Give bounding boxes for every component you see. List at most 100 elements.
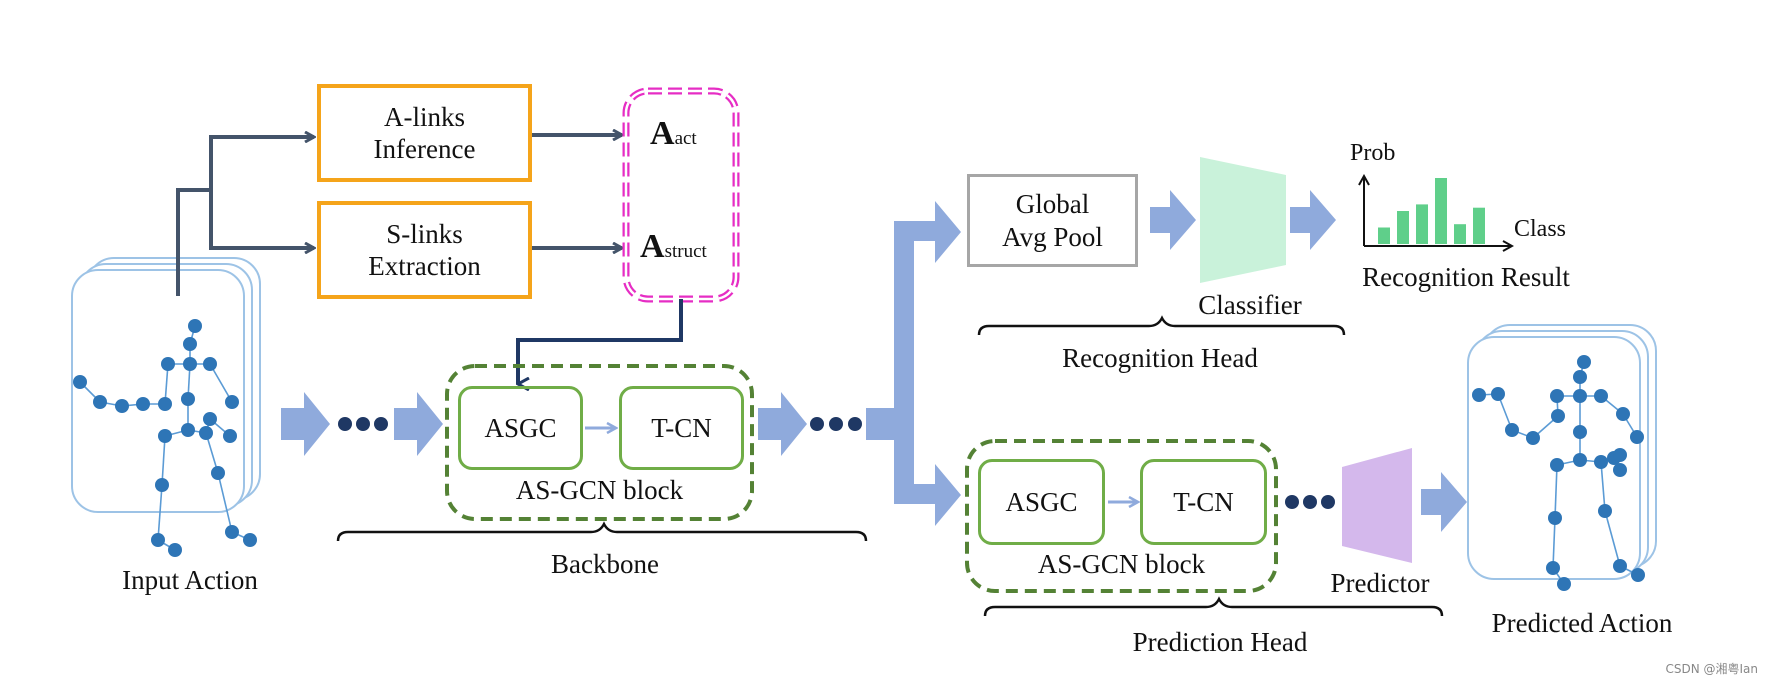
a-links-line2: Inference — [373, 134, 476, 164]
predicted-skeleton-joint — [1598, 504, 1612, 518]
predicted-action-label: Predicted Action — [1491, 608, 1673, 638]
prediction-asgc-label: ASGC — [1005, 486, 1078, 517]
prediction-asgc-box: ASGC — [978, 459, 1105, 545]
input-skeleton-joint — [93, 395, 107, 409]
global-pool-line2: Avg Pool — [1002, 221, 1103, 252]
input-skeleton-joint — [168, 543, 182, 557]
predicted-skeleton-joint — [1491, 387, 1505, 401]
recognition-bars — [1378, 178, 1485, 244]
input-skeleton-joint — [199, 426, 213, 440]
input-skeleton-joint — [161, 357, 175, 371]
predictor-shape — [1342, 448, 1412, 563]
classifier-shape — [1200, 157, 1286, 283]
predicted-skeleton-joint — [1577, 355, 1591, 369]
recognition-bar — [1397, 211, 1409, 244]
input-skeleton-bone — [161, 435, 166, 486]
input-skeleton-joint — [155, 478, 169, 492]
s-links-line1: S-links — [386, 218, 463, 249]
input-skeleton-bone — [209, 363, 233, 403]
input-skeleton-joint — [181, 392, 195, 406]
input-skeleton-joint — [188, 319, 202, 333]
predicted-skeleton-bone — [1552, 517, 1556, 569]
input-skeleton-joint — [183, 337, 197, 351]
predicted-skeleton-joint — [1630, 430, 1644, 444]
class-label: Class — [1514, 216, 1567, 242]
predictor-label: Predictor — [1330, 568, 1430, 598]
predicted-skeleton-joint — [1573, 425, 1587, 439]
input-skeleton-joint — [183, 357, 197, 371]
prediction-block-caption: AS-GCN block — [1037, 549, 1206, 579]
predicted-skeleton-joint — [1613, 559, 1627, 573]
input-skeleton-joint — [203, 357, 217, 371]
predicted-skeleton-joint — [1550, 458, 1564, 472]
input-branch-arrows — [176, 135, 622, 296]
input-skeleton-joint — [151, 533, 165, 547]
input-skeleton-joint — [223, 429, 237, 443]
predicted-skeleton-joint — [1616, 407, 1630, 421]
predicted-skeleton-bone — [1604, 510, 1621, 567]
input-skeleton-bone — [157, 484, 163, 541]
recognition-bar — [1454, 224, 1466, 244]
input-skeleton-joint — [211, 466, 225, 480]
predicted-skeleton-joint — [1505, 423, 1519, 437]
classifier-label: Classifier — [1198, 290, 1302, 320]
input-skeleton-joint — [243, 533, 257, 547]
predicted-skeleton-joint — [1573, 453, 1587, 467]
a-links-inference-box: A-links Inference — [317, 84, 532, 182]
predicted-skeleton-joint — [1557, 577, 1571, 591]
recognition-bar — [1473, 207, 1485, 244]
s-links-line2: Extraction — [368, 251, 481, 281]
global-avg-pool-box: Global Avg Pool — [967, 174, 1138, 267]
predicted-skeleton-joint — [1472, 388, 1486, 402]
predicted-skeleton-joint — [1551, 409, 1565, 423]
adjacency-to-backbone-arrow — [516, 299, 683, 384]
prediction-tcn-box: T-CN — [1140, 459, 1267, 545]
a-struct-label: Astruct — [640, 228, 707, 265]
input-skeleton-joint — [136, 397, 150, 411]
predicted-skeleton-bone — [1600, 461, 1606, 512]
input-skeleton-joint — [158, 429, 172, 443]
predicted-skeleton-bone — [1554, 464, 1558, 519]
watermark: CSDN @湘粤Ian — [1665, 662, 1758, 676]
backbone-label: Backbone — [551, 549, 659, 579]
recognition-result-label: Recognition Result — [1362, 262, 1570, 292]
predicted-skeleton — [1472, 355, 1645, 591]
recognition-chart-axes — [1364, 176, 1512, 246]
input-skeleton-joint — [225, 395, 239, 409]
a-act-label: Aact — [650, 115, 697, 152]
input-skeleton-joint — [203, 412, 217, 426]
input-skeleton-joint — [181, 423, 195, 437]
backbone-block-border — [445, 364, 754, 521]
predicted-action-frames — [1467, 324, 1657, 580]
backbone-asgc-label: ASGC — [484, 412, 557, 443]
recognition-bar — [1416, 204, 1428, 244]
s-links-extraction-box: S-links Extraction — [317, 201, 532, 299]
input-skeleton-joint — [73, 375, 87, 389]
predicted-skeleton-joint — [1548, 511, 1562, 525]
input-action-label: Input Action — [122, 565, 258, 595]
prob-label: Prob — [1350, 140, 1396, 166]
input-skeleton-joint — [115, 399, 129, 413]
backbone-block-caption: AS-GCN block — [515, 475, 684, 505]
backbone-asgc-box: ASGC — [458, 386, 583, 470]
predicted-skeleton-joint — [1526, 431, 1540, 445]
backbone-tcn-label: T-CN — [651, 412, 712, 443]
a-links-line1: A-links — [384, 101, 465, 132]
predicted-skeleton-joint — [1573, 370, 1587, 384]
braces — [336, 315, 1444, 617]
global-pool-line1: Global — [1015, 189, 1090, 220]
predicted-skeleton-joint — [1613, 448, 1627, 462]
input-skeleton-joint — [225, 525, 239, 539]
predicted-skeleton-joint — [1573, 389, 1587, 403]
prediction-block-border — [965, 439, 1278, 593]
flow-arrows — [281, 190, 1467, 532]
predicted-skeleton-joint — [1613, 463, 1627, 477]
backbone-tcn-box: T-CN — [619, 386, 744, 470]
ellipsis-dots — [338, 417, 1335, 509]
input-skeleton-joint — [158, 397, 172, 411]
input-skeleton-bone — [217, 472, 233, 533]
predicted-skeleton-joint — [1631, 568, 1645, 582]
recognition-bar — [1378, 227, 1390, 244]
